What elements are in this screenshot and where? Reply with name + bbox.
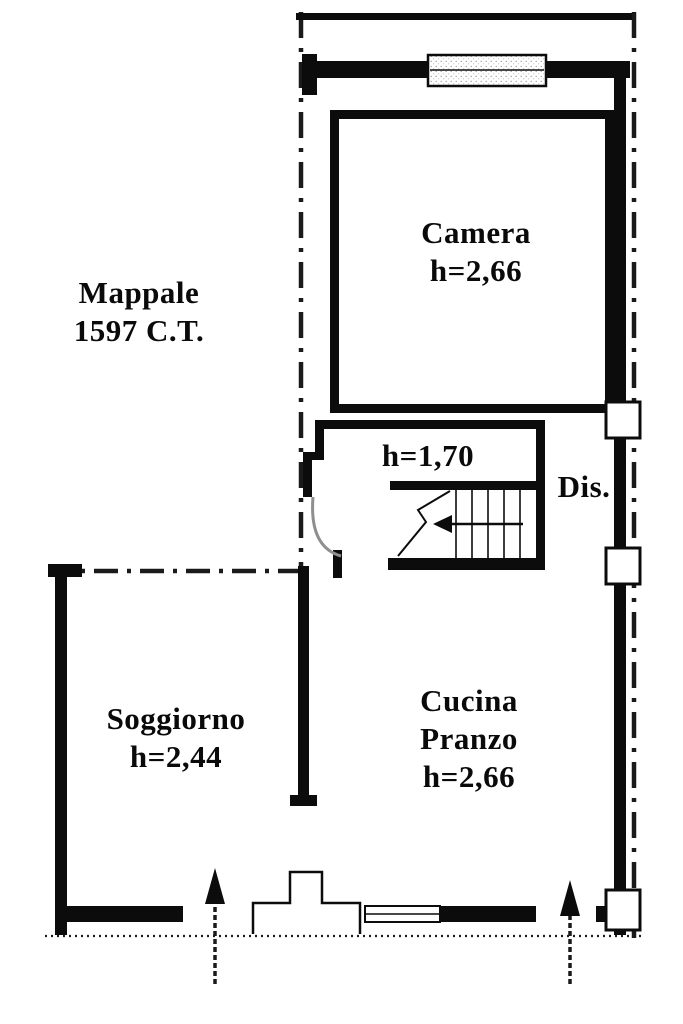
entrance-arrow-left-head	[205, 868, 225, 904]
wall-landing-jog	[303, 452, 324, 460]
wall-top-band-left	[310, 61, 428, 78]
wall-bottom-cucina	[440, 906, 536, 922]
window-right-upper	[604, 400, 642, 440]
wall-landing-bottom	[390, 481, 545, 490]
wall-top-line	[296, 13, 632, 20]
staircase	[397, 490, 523, 558]
room-height-soggiorno: h=2,44	[129, 739, 223, 774]
door-swing-arc	[311, 496, 342, 558]
interior-walls	[290, 110, 614, 806]
wall-soggiorno-top-cap	[48, 564, 82, 577]
wall-divider-soggiorno-cucina	[298, 566, 309, 806]
room-label-stair-landing: h=1,70	[382, 437, 474, 475]
wall-camera-left	[330, 110, 339, 413]
room-label-cucina-pranzo: Cucina Pranzo h=2,66	[420, 682, 518, 796]
room-name-cucina-line2: Pranzo	[420, 721, 518, 756]
wall-door-stub	[333, 550, 342, 578]
room-name-cucina-line1: Cucina	[420, 683, 518, 718]
wall-landing-left-lower	[303, 452, 312, 497]
room-label-camera: Camera h=2,66	[421, 214, 531, 290]
room-name-soggiorno: Soggiorno	[106, 701, 246, 736]
windows	[364, 53, 642, 932]
entrance-arrow-right-head	[560, 880, 580, 916]
porch-outline	[251, 870, 362, 934]
window-right-lower	[604, 888, 642, 932]
parcel-label-line2: 1597 C.T.	[73, 313, 205, 348]
boundary-lines	[45, 12, 642, 942]
porch-steps	[251, 870, 362, 934]
room-label-soggiorno: Soggiorno h=2,44	[107, 700, 246, 776]
room-height-camera: h=2,66	[429, 253, 523, 288]
room-height-cucina: h=2,66	[422, 759, 516, 794]
stair-break-line	[397, 490, 451, 557]
room-height-stair-landing: h=1,70	[381, 438, 475, 473]
room-label-disimpegno: Dis.	[558, 468, 611, 506]
wall-landing-right	[536, 420, 545, 570]
wall-top-band-right	[546, 61, 630, 78]
parcel-label: Mappale 1597 C.T.	[74, 274, 205, 350]
room-name-camera: Camera	[421, 215, 531, 250]
wall-bottom-soggiorno	[55, 906, 183, 922]
exterior-walls	[48, 13, 632, 935]
wall-landing-top	[315, 420, 545, 429]
wall-camera-right	[605, 110, 614, 413]
wall-landing-left-upper	[315, 420, 324, 460]
parcel-label-line1: Mappale	[78, 275, 200, 310]
wall-camera-top	[330, 110, 614, 119]
wall-divider-end-cap	[290, 795, 317, 806]
wall-stair-bottom	[388, 558, 545, 570]
room-abbr-disimpegno: Dis.	[557, 469, 611, 504]
stair-arrow-head	[433, 515, 452, 533]
wall-right-exterior	[614, 61, 626, 935]
wall-soggiorno-left	[55, 566, 67, 935]
entrance-arrows	[205, 868, 580, 984]
wall-camera-bottom	[330, 404, 614, 413]
window-right-middle	[604, 546, 642, 586]
